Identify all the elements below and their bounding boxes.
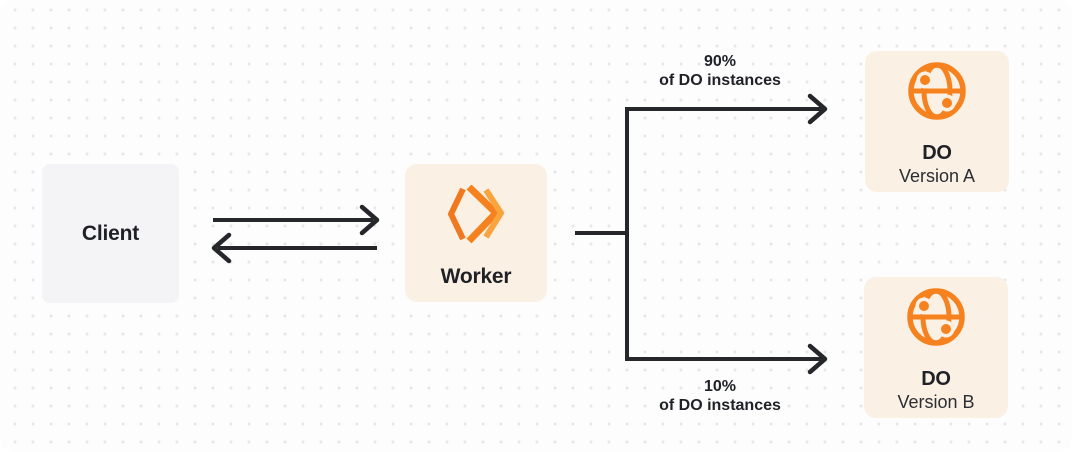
do-b-title: DO [921, 368, 951, 390]
arrow-worker-to-client [211, 232, 377, 264]
do-b-subtitle: Version B [897, 392, 975, 412]
worker-label: Worker [440, 265, 512, 288]
durable-object-globe-icon [908, 62, 966, 120]
arrow-branch-to-do-a [625, 93, 828, 125]
do-version-b-node: DO Version B [864, 277, 1008, 418]
client-label: Client [81, 221, 140, 245]
cloudflare-workers-icon [448, 185, 504, 244]
branch-b-caption: of DO instances [659, 397, 781, 414]
do-a-title: DO [922, 142, 952, 164]
worker-node: Worker [405, 164, 547, 302]
connector-worker-branch [575, 107, 629, 361]
do-version-a-node: DO Version A [865, 51, 1009, 192]
do-a-subtitle: Version A [898, 166, 976, 186]
branch-b-label: 10% of DO instances [610, 377, 830, 415]
branch-a-caption: of DO instances [659, 72, 781, 89]
branch-a-label: 90% of DO instances [610, 52, 830, 90]
branch-b-percent: 10% [703, 378, 737, 395]
arrow-branch-to-do-b [625, 343, 828, 375]
arrow-client-to-worker [213, 204, 380, 236]
durable-object-globe-icon [907, 288, 965, 346]
branch-a-percent: 90% [703, 53, 737, 70]
client-node: Client [42, 164, 179, 303]
